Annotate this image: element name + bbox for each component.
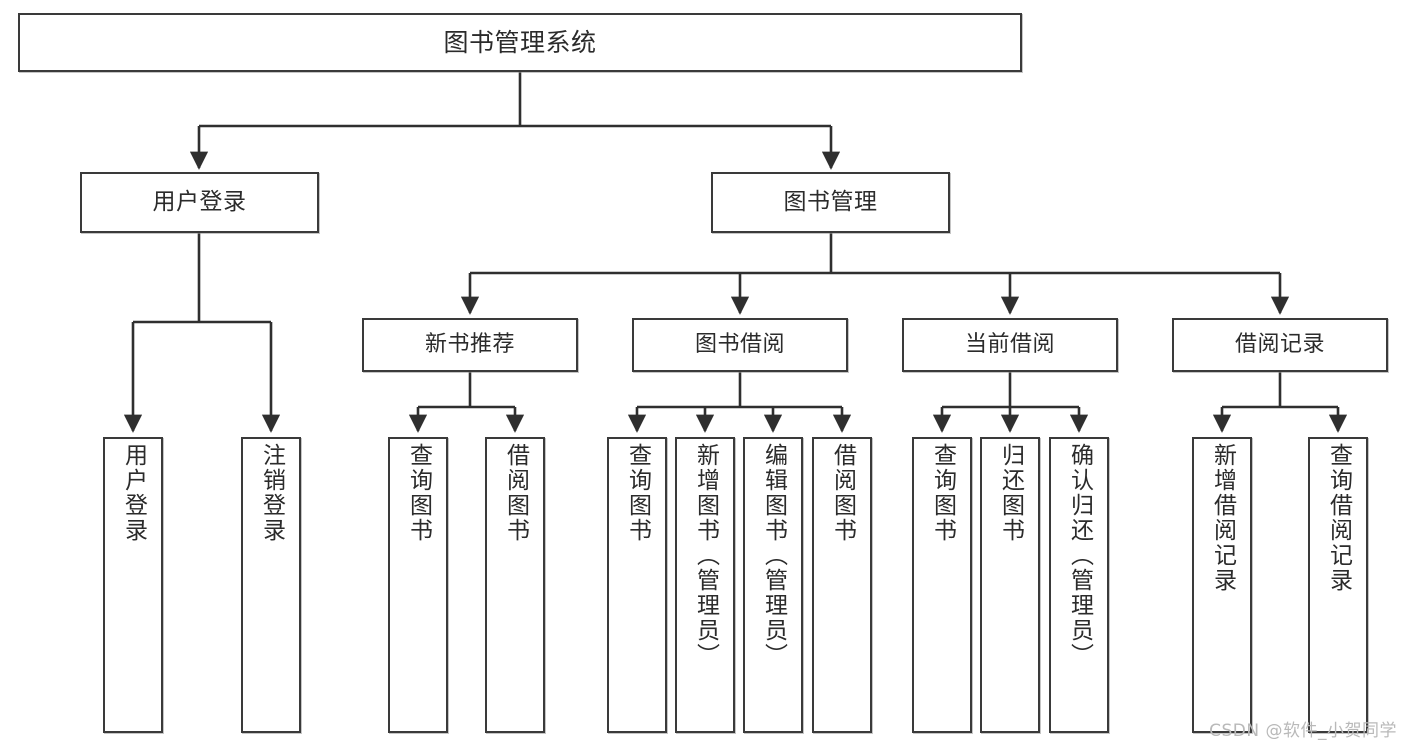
node-label: 图书管理系统: [443, 27, 597, 57]
node-label: 确认归还（管理员）: [1066, 443, 1093, 668]
node-label: 图书借阅: [694, 332, 785, 358]
node-label: 用户登录: [120, 443, 147, 543]
leaf-new-book-query[interactable]: 查询图书: [388, 437, 448, 733]
node-book-management[interactable]: 图书管理: [711, 172, 950, 233]
leaf-borrow-add-book[interactable]: 新增图书（管理员）: [675, 437, 735, 733]
node-label: 注销登录: [258, 443, 285, 543]
leaf-current-confirm-return[interactable]: 确认归还（管理员）: [1049, 437, 1109, 733]
node-label: 查询图书: [929, 443, 956, 543]
leaf-new-book-borrow[interactable]: 借阅图书: [485, 437, 545, 733]
leaf-borrow-edit-book[interactable]: 编辑图书（管理员）: [743, 437, 803, 733]
node-label: 当前借阅: [964, 332, 1055, 358]
node-root-system[interactable]: 图书管理系统: [18, 13, 1022, 72]
leaf-current-return-book[interactable]: 归还图书: [980, 437, 1040, 733]
node-book-borrow[interactable]: 图书借阅: [632, 318, 848, 372]
node-label: 新增借阅记录: [1209, 443, 1236, 593]
leaf-borrow-query-book[interactable]: 查询图书: [607, 437, 667, 733]
node-label: 借阅记录: [1234, 332, 1325, 358]
node-label: 图书管理: [783, 188, 878, 215]
node-user-login[interactable]: 用户登录: [80, 172, 319, 233]
node-new-book-recommend[interactable]: 新书推荐: [362, 318, 578, 372]
leaf-record-query-record[interactable]: 查询借阅记录: [1308, 437, 1368, 733]
node-label: 归还图书: [997, 443, 1024, 543]
node-current-borrow[interactable]: 当前借阅: [902, 318, 1118, 372]
leaf-current-query-book[interactable]: 查询图书: [912, 437, 972, 733]
node-label: 新书推荐: [424, 332, 515, 358]
node-label: 借阅图书: [502, 443, 529, 543]
leaf-borrow-borrow-book[interactable]: 借阅图书: [812, 437, 872, 733]
leaf-user-login-signin[interactable]: 用户登录: [103, 437, 163, 733]
node-borrow-record[interactable]: 借阅记录: [1172, 318, 1388, 372]
node-label: 查询借阅记录: [1325, 443, 1352, 593]
leaf-user-login-signout[interactable]: 注销登录: [241, 437, 301, 733]
node-label: 用户登录: [152, 188, 247, 215]
node-label: 查询图书: [405, 443, 432, 543]
node-label: 新增图书（管理员）: [692, 443, 719, 668]
leaf-record-add-record[interactable]: 新增借阅记录: [1192, 437, 1252, 733]
node-label: 查询图书: [624, 443, 651, 543]
node-label: 借阅图书: [829, 443, 856, 543]
node-label: 编辑图书（管理员）: [760, 443, 787, 668]
csdn-watermark: CSDN @软件_小贺同学: [1209, 721, 1397, 741]
